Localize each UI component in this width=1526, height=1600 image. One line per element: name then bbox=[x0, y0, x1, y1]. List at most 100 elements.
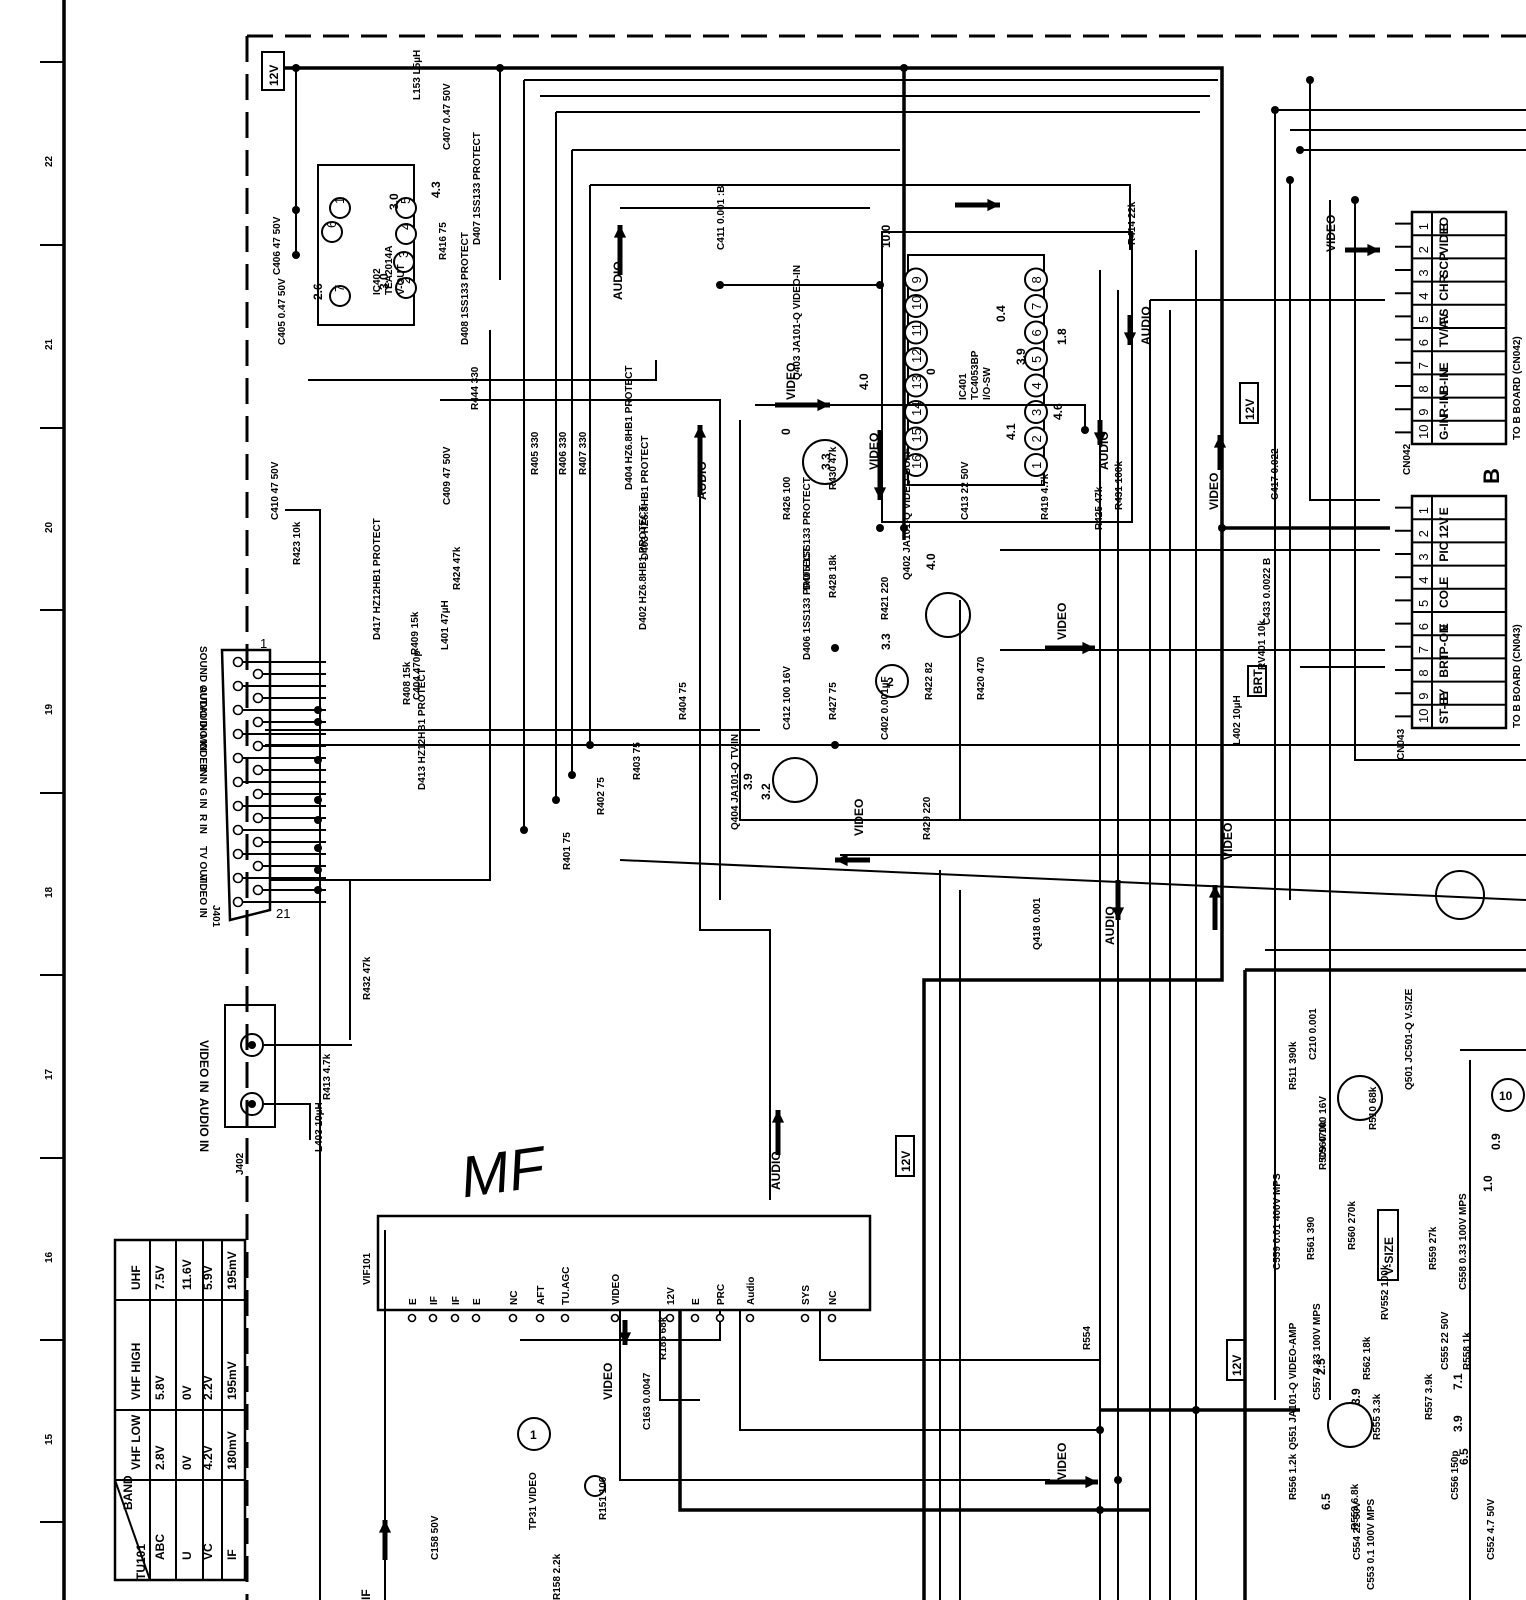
scart-pin bbox=[232, 824, 244, 836]
cn043-ref: CN043 bbox=[1396, 728, 1407, 760]
component-label: R559 27k bbox=[1428, 1226, 1439, 1270]
component-label: R151 100 bbox=[598, 1476, 609, 1520]
arrow-head bbox=[1367, 243, 1380, 257]
ic401-pin bbox=[1024, 426, 1048, 451]
ic402-pin-label: 5 bbox=[398, 197, 413, 204]
ic401-pin bbox=[904, 400, 928, 424]
signal-label: AUDIO bbox=[1139, 306, 1153, 345]
junction-dot bbox=[292, 206, 300, 214]
component-label: R405 330 bbox=[530, 431, 541, 475]
v12-label-3: 12V bbox=[899, 1151, 913, 1172]
vif-pin bbox=[471, 1313, 481, 1323]
ic401-pin-label: 15 bbox=[909, 428, 924, 442]
component-label: C402 0.001µF bbox=[880, 676, 891, 740]
component-label: Q402 JA101-Q VIDEO-BUFF bbox=[902, 448, 913, 580]
vif-pin bbox=[450, 1313, 460, 1323]
vif-pin bbox=[665, 1313, 675, 1323]
component-label: R561 390 bbox=[1306, 1216, 1317, 1260]
component-label: R401 75 bbox=[562, 832, 573, 870]
component-label: D402 HZ6.8HB1 PROTECT bbox=[638, 506, 649, 630]
connector-pin-number: 10 bbox=[1416, 425, 1431, 439]
ic401-pin-label: 14 bbox=[909, 402, 924, 416]
voltage-label: 4.0 bbox=[857, 373, 871, 390]
vif-pin bbox=[508, 1313, 518, 1323]
band-table-tuner: TU101 bbox=[134, 1544, 148, 1580]
ruler-label: 19 bbox=[44, 703, 55, 715]
transistor-q-right-symbol bbox=[1435, 870, 1485, 920]
vif-pin bbox=[610, 1313, 620, 1323]
vif-pin-label: AFT bbox=[536, 1286, 547, 1305]
band-table-value: 7.5V bbox=[153, 1265, 167, 1290]
band-table-col: IF bbox=[225, 1549, 239, 1560]
ic401-pin-label: 9 bbox=[909, 276, 924, 283]
ic401-pin bbox=[1024, 267, 1048, 292]
arrow-head bbox=[1082, 641, 1095, 655]
arrow-head bbox=[1123, 332, 1137, 345]
ic402-pin bbox=[329, 285, 351, 307]
component-label: D408 1SS133 PROTECT bbox=[460, 232, 471, 345]
voltage-labels: 3.04.33.02.610.00.43.904.01.84.14.63.33.… bbox=[311, 181, 1503, 1510]
connector-pin-number: 8 bbox=[1416, 385, 1431, 392]
connector-pin-number: 9 bbox=[1416, 409, 1431, 416]
ic402-pin-label: 6 bbox=[324, 221, 339, 228]
component-label: R431 100k bbox=[1114, 461, 1125, 510]
component-label: C559 0.01 400V MPS bbox=[1272, 1173, 1283, 1270]
component-label: C406 47 50V bbox=[272, 216, 283, 275]
connector-pin-number: 5 bbox=[1416, 316, 1431, 323]
scart-pin bbox=[252, 764, 264, 776]
junction-dot bbox=[1306, 76, 1314, 84]
junction-dot bbox=[314, 866, 322, 874]
component-label: L401 47µH bbox=[440, 600, 451, 650]
junction-dot bbox=[1286, 176, 1294, 184]
connector-pin-number: 6 bbox=[1416, 339, 1431, 346]
ic401-pin bbox=[904, 267, 928, 292]
voltage-label: 0.9 bbox=[1489, 1133, 1503, 1150]
junction-dot bbox=[292, 251, 300, 259]
v12-label-1: 12V bbox=[267, 65, 281, 86]
connector-signal: ST-BY bbox=[1437, 689, 1451, 724]
scart-ref: J401 bbox=[210, 905, 221, 928]
junction-dot bbox=[900, 524, 908, 532]
component-label: R557 3.9k bbox=[1424, 1373, 1435, 1420]
scart-pin bbox=[232, 848, 244, 860]
brt-tag: BRT bbox=[1251, 669, 1265, 694]
signal-label: AUDIO bbox=[611, 261, 625, 300]
handwritten-note: MF bbox=[456, 1134, 552, 1211]
component-label: R423 10k bbox=[292, 521, 303, 565]
band-table-title: BAND bbox=[121, 1475, 135, 1510]
v12-label-4: 12V bbox=[1230, 1355, 1244, 1376]
signal-label: VIDEO bbox=[1324, 215, 1338, 252]
component-label: C553 0.1 100V MPS bbox=[1366, 1499, 1377, 1590]
component-label: C417 0.022 bbox=[1270, 448, 1281, 500]
junction-dot bbox=[900, 64, 908, 72]
vif-pin bbox=[407, 1313, 417, 1323]
scart-label: VIDEO IN bbox=[197, 874, 208, 918]
component-label: R403 75 bbox=[632, 742, 643, 780]
band-table-value: 5.8V bbox=[153, 1375, 167, 1400]
component-label: R562 18k bbox=[1362, 1336, 1373, 1380]
component-label: Q501 JC501-Q V.SIZE bbox=[1404, 988, 1415, 1090]
junction-dot bbox=[520, 826, 528, 834]
arrow-head bbox=[835, 853, 848, 867]
component-label: R408 15k bbox=[402, 661, 413, 705]
component-label: R425 47k bbox=[1094, 486, 1105, 530]
circle-mark-1: 1 bbox=[530, 1428, 537, 1442]
ic401-pin-label: 10 bbox=[909, 296, 924, 310]
voltage-label: 3.0 bbox=[377, 273, 391, 290]
band-table-value: 0V bbox=[180, 1385, 194, 1400]
arrow-head bbox=[693, 425, 707, 438]
scart-pin bbox=[232, 752, 244, 764]
arrow-head bbox=[1213, 435, 1227, 448]
scart-pin bbox=[232, 680, 244, 692]
ic402-pin-label: 1 bbox=[332, 197, 347, 204]
ic401-pin bbox=[904, 373, 928, 398]
scart-pin bbox=[232, 872, 244, 884]
transistor-q551-symbol bbox=[1327, 1402, 1373, 1448]
voltage-label: 3.3 bbox=[819, 453, 833, 470]
connector-signal: E bbox=[1437, 223, 1451, 231]
ic401-pin-label: 13 bbox=[909, 375, 924, 389]
component-label: R428 18k bbox=[828, 554, 839, 598]
